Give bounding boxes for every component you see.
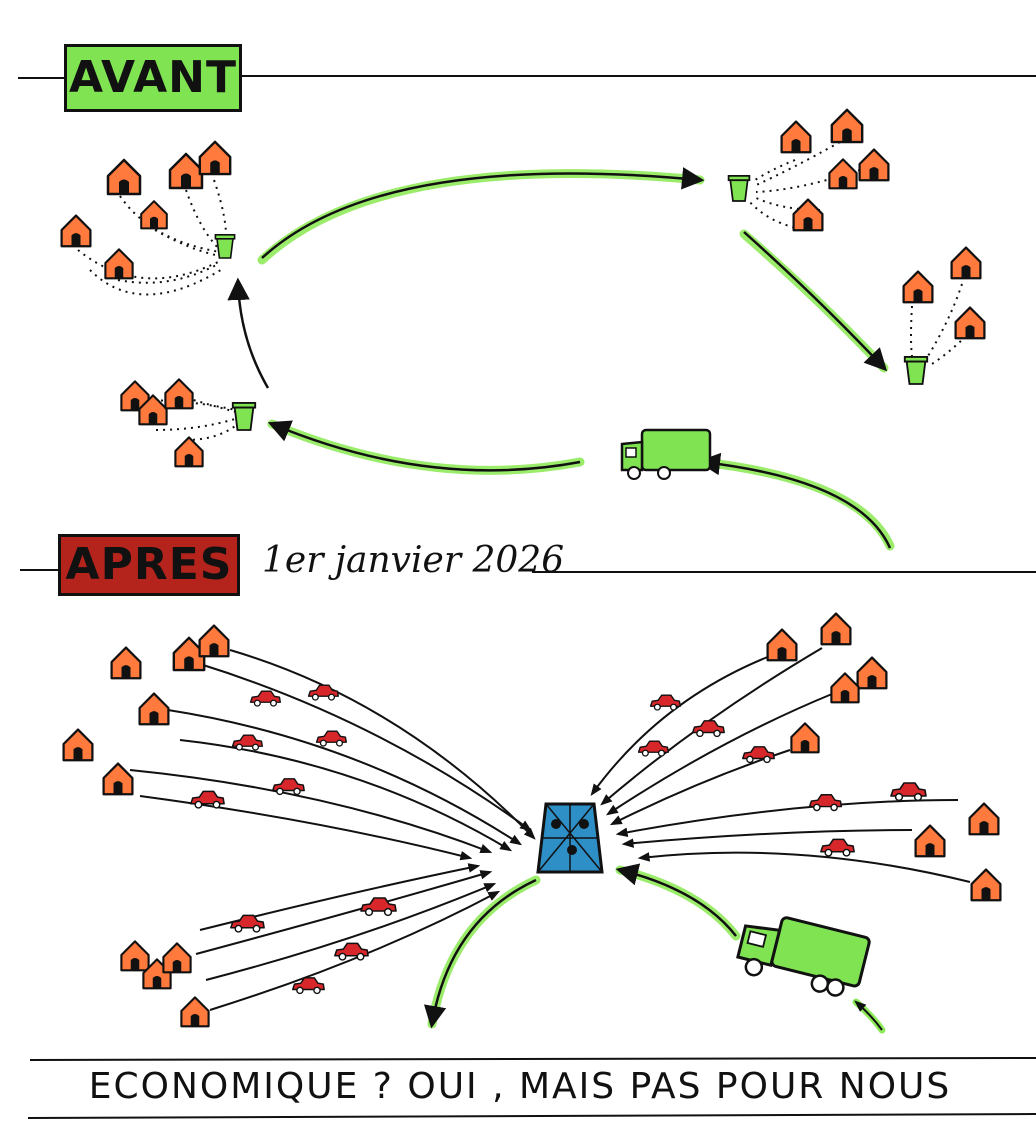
apres-houses-left [62, 624, 230, 1028]
house-icon [104, 248, 134, 280]
car-icon [649, 694, 682, 711]
house-icon [830, 108, 864, 144]
arrow-icon [697, 452, 892, 549]
avant-cluster-bottom-left [120, 378, 257, 468]
house-icon [902, 270, 934, 304]
car-icon [890, 782, 927, 802]
bin-icon [727, 174, 751, 202]
car-icon [820, 838, 855, 857]
garbage-truck-icon [620, 428, 712, 480]
house-icon [970, 868, 1002, 902]
house-icon [198, 140, 232, 176]
house-icon [792, 198, 824, 232]
house-icon [954, 306, 986, 340]
bin-icon [231, 401, 257, 431]
house-icon [62, 728, 94, 762]
house-icon [102, 762, 134, 796]
avant-cluster-top-right [727, 108, 890, 232]
car-icon [231, 734, 264, 751]
house-icon [914, 824, 946, 858]
arrow-icon [423, 878, 537, 1029]
apres-arrows-right [590, 647, 971, 883]
apres-houses-right [766, 612, 1002, 902]
avant-label: AVANT [64, 44, 242, 112]
house-icon [790, 722, 820, 754]
house-icon [828, 158, 858, 190]
house-icon [168, 152, 204, 190]
house-icon [120, 940, 150, 972]
house-icon [858, 148, 890, 182]
apres-label: APRES [58, 534, 240, 596]
house-icon [820, 612, 852, 646]
house-icon [140, 200, 168, 230]
bin-icon [903, 355, 929, 385]
arrow-icon [227, 277, 270, 389]
arrow-icon [743, 231, 888, 372]
house-icon [106, 158, 142, 196]
garbage-truck-icon [736, 916, 871, 997]
car-icon [230, 914, 265, 933]
avant-cluster-left [60, 140, 236, 296]
house-icon [110, 646, 142, 680]
house-icon [138, 692, 170, 726]
house-icon [162, 942, 192, 974]
car-icon [334, 942, 369, 961]
arrow-icon [267, 420, 581, 472]
footer-slogan: ECONOMIQUE ? OUI , MAIS PAS POUR NOUS [88, 1066, 952, 1107]
bin-icon [214, 233, 236, 259]
avant-cluster-right [902, 246, 986, 385]
car-icon [637, 740, 670, 757]
house-icon [950, 246, 982, 280]
car-icon [315, 730, 348, 747]
car-icon [691, 720, 725, 738]
house-icon [780, 120, 812, 154]
car-icon [271, 778, 305, 796]
house-icon [856, 656, 888, 690]
house-icon [174, 436, 204, 468]
avant-route [227, 167, 895, 551]
car-icon [249, 690, 282, 707]
house-icon [766, 628, 798, 662]
house-icon [198, 624, 230, 658]
house-icon [968, 802, 1000, 836]
house-icon [164, 378, 194, 410]
car-icon [307, 684, 340, 701]
apres-date: 1er janvier 2026 [262, 540, 565, 581]
house-icon [830, 672, 860, 704]
arrow-icon [261, 167, 705, 259]
arrow-icon [615, 863, 737, 937]
car-icon [808, 793, 843, 812]
recycling-container-icon [536, 802, 604, 874]
house-icon [180, 996, 210, 1028]
house-icon [60, 214, 92, 248]
